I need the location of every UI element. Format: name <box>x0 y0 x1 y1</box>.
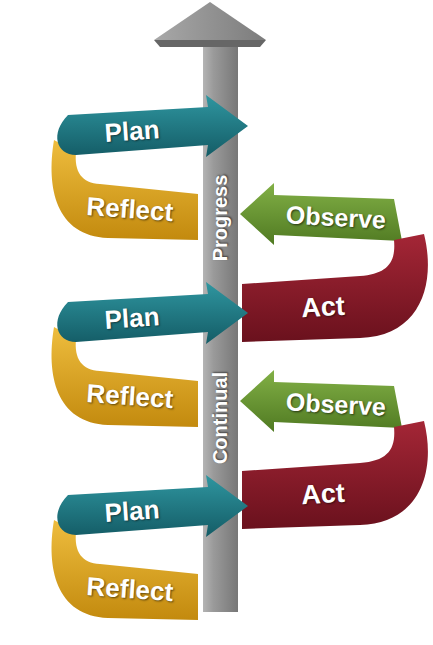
stage-label: Plan <box>61 104 204 158</box>
stage-label: Reflect <box>69 369 192 423</box>
stage-label: Reflect <box>69 182 192 236</box>
shape-fill <box>242 421 428 529</box>
stage-label: Act <box>255 468 391 521</box>
reflect-band: Reflect <box>48 335 208 427</box>
stage-label: Plan <box>61 484 204 538</box>
reflect-band: Reflect <box>48 148 208 240</box>
stage-label: Plan <box>61 291 204 345</box>
act-band: Act <box>236 238 433 346</box>
plan-arrow: Plan <box>48 473 253 543</box>
stage-label: Act <box>255 281 391 334</box>
shape-fill <box>240 183 402 245</box>
shape-fill <box>52 520 198 620</box>
shape-fill <box>240 370 402 432</box>
observe-arrow: Observe <box>236 183 406 249</box>
stage-label: Observe <box>273 192 399 242</box>
shape-fill <box>154 2 266 40</box>
shape-fill <box>57 282 248 344</box>
arrow-caption: Progress <box>206 158 234 278</box>
arrow-caption: Continual <box>206 358 234 478</box>
plan-arrow: Plan <box>48 280 253 350</box>
act-band: Act <box>236 425 433 533</box>
shape-fill <box>242 234 428 342</box>
reflect-band: Reflect <box>48 528 208 620</box>
stage-label: Reflect <box>69 562 192 616</box>
observe-arrow: Observe <box>236 370 406 436</box>
shape-fill <box>52 327 198 427</box>
plan-arrow: Plan <box>48 93 253 163</box>
stage-label: Observe <box>273 379 399 429</box>
shape-fill <box>57 475 248 537</box>
shape-fill <box>57 95 248 157</box>
shape-fill <box>154 40 266 47</box>
shape-fill <box>52 140 198 240</box>
